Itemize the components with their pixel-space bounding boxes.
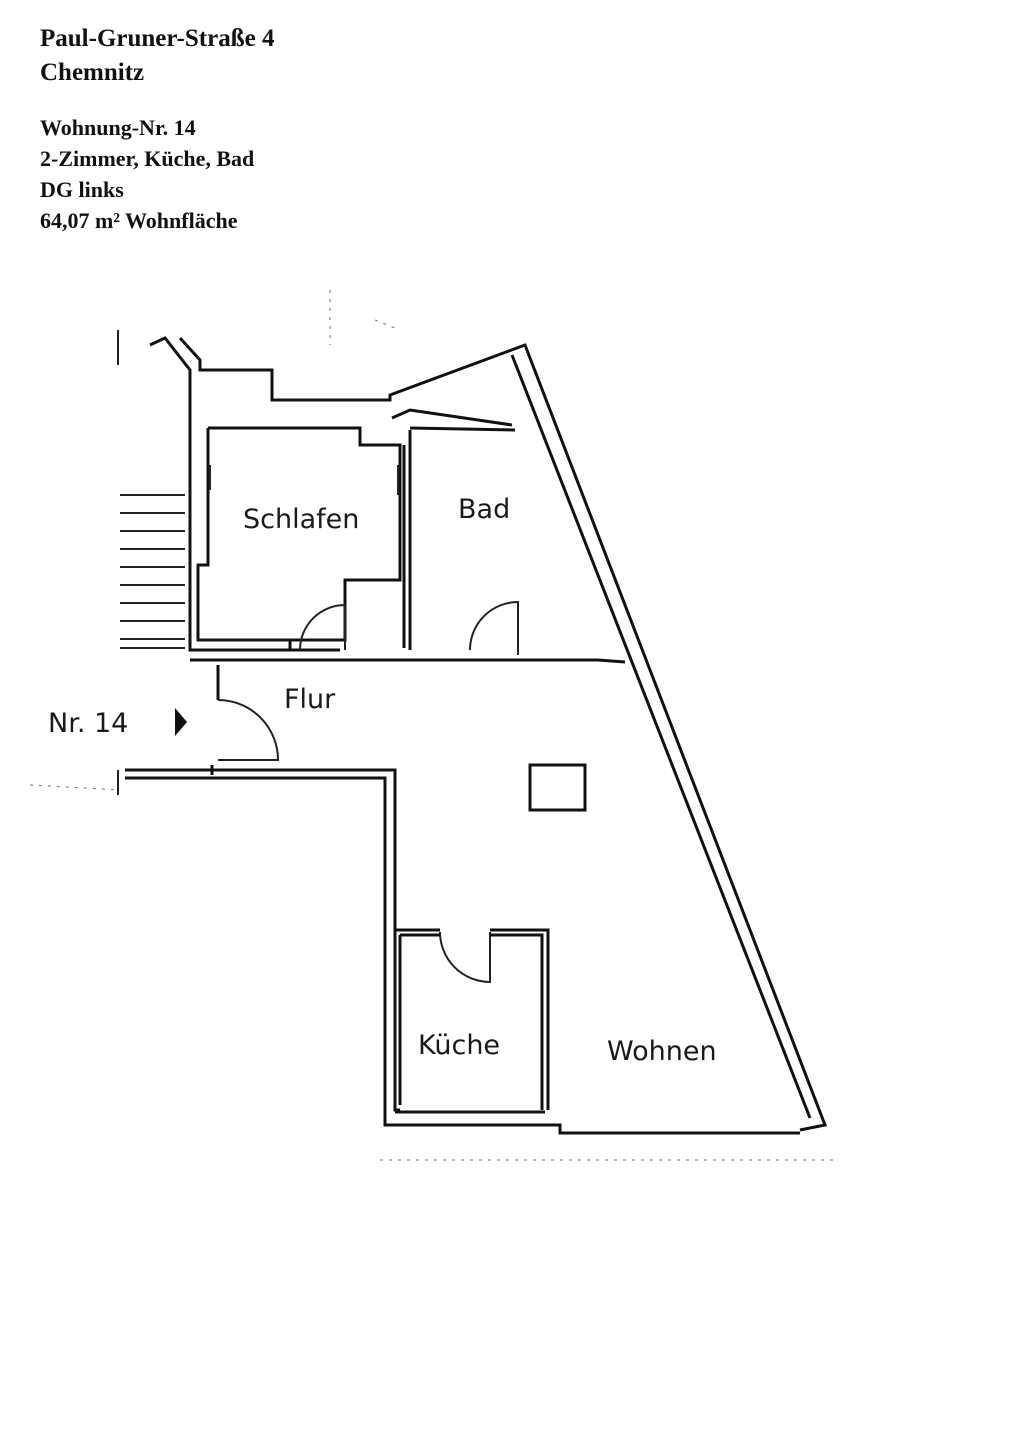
room-schlafen xyxy=(196,426,402,650)
door-schlafen xyxy=(299,603,346,651)
label-entrance: Nr. 14 xyxy=(48,708,128,739)
address-city: Chemnitz xyxy=(40,59,145,86)
door-bad xyxy=(469,600,519,655)
label-flur: Flur xyxy=(284,684,336,715)
address-street: Paul-Gruner-Straße 4 xyxy=(40,25,275,52)
staircase xyxy=(117,330,185,795)
header-block: Paul-Gruner-Straße 4 Chemnitz Wohnung-Nr… xyxy=(40,22,460,236)
entrance-arrow-icon xyxy=(175,708,187,736)
label-wohnen: Wohnen xyxy=(607,1036,717,1067)
doors xyxy=(210,600,519,984)
apartment-number: Wohnung-Nr. 14 xyxy=(40,115,196,140)
room-kueche xyxy=(395,928,550,1110)
apartment-rooms: 2-Zimmer, Küche, Bad xyxy=(40,146,255,171)
apartment-details: Wohnung-Nr. 14 2-Zimmer, Küche, Bad DG l… xyxy=(40,112,460,236)
apartment-floor: DG links xyxy=(40,177,124,202)
label-kueche: Küche xyxy=(418,1030,500,1061)
outer-walls xyxy=(125,336,828,1135)
chimney-shaft xyxy=(528,763,587,812)
door-entrance xyxy=(217,699,280,761)
label-bad: Bad xyxy=(458,494,510,525)
door-kueche xyxy=(439,931,491,984)
apartment-area: 64,07 m² Wohnfläche xyxy=(40,208,238,233)
room-bad xyxy=(391,408,516,650)
label-schlafen: Schlafen xyxy=(243,504,359,535)
